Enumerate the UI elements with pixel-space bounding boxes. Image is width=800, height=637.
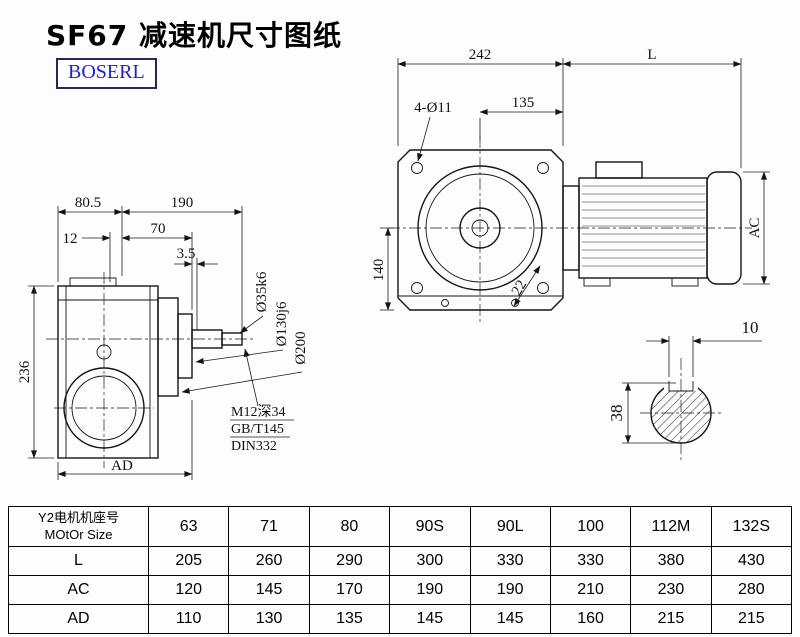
gearbox-side-view	[46, 272, 254, 468]
dim-shaft-38-label: 38	[607, 405, 626, 422]
brand-logo: BOSERL	[56, 58, 157, 89]
front-view-dimensions: 242 L 4-Ø11 135 140 AC 22	[371, 47, 770, 311]
motor-size-100: 100	[549, 506, 632, 547]
callout-flange-diameter-200: Ø200	[293, 331, 309, 364]
row-label-AC: AC	[8, 575, 149, 605]
row-label-AD: AD	[8, 604, 149, 634]
table-row-AD: AD 110 130 135 145 145 160 215 215	[8, 604, 793, 634]
callout-bolt-holes-4x11: 4-Ø11	[414, 100, 452, 116]
table-row-L: L 205 260 290 300 330 330 380 430	[8, 546, 793, 576]
value-AC-100: 210	[549, 575, 632, 605]
value-L-132S: 430	[710, 546, 793, 576]
value-L-63: 205	[147, 546, 230, 576]
drawing-canvas: 80.5 190 12 70 3.5 236 AD Ø35k6 Ø	[17, 47, 770, 480]
note-gb-standard: GB/T145	[231, 422, 284, 437]
value-AD-90L: 145	[469, 604, 551, 634]
page-title: SF67 减速机尺寸图纸	[46, 19, 343, 52]
dim-3-5-label: 3.5	[177, 246, 196, 262]
value-L-100: 330	[549, 546, 632, 576]
dim-190-label: 190	[171, 195, 194, 211]
value-AC-63: 120	[147, 575, 230, 605]
dim-12-label: 12	[63, 231, 78, 247]
value-AC-71: 145	[228, 575, 310, 605]
value-L-71: 260	[228, 546, 310, 576]
value-AD-132S: 215	[710, 604, 793, 634]
callout-shaft-diameter-35k6: Ø35k6	[254, 271, 270, 312]
value-L-80: 290	[308, 546, 391, 576]
motor-cooling-fins	[582, 185, 705, 267]
motor-frame-label-cn: Y2电机机座号	[38, 509, 119, 525]
value-AC-90S: 190	[389, 575, 471, 605]
motor-size-71: 71	[228, 506, 310, 547]
value-AD-80: 135	[308, 604, 391, 634]
value-L-90S: 300	[389, 546, 471, 576]
value-AD-100: 160	[549, 604, 632, 634]
value-AC-80: 170	[308, 575, 391, 605]
motor-size-80: 80	[308, 506, 391, 547]
motor-size-132S: 132S	[710, 506, 793, 547]
dim-L-label: L	[647, 47, 656, 63]
output-shaft-section-view: 10 38	[607, 318, 762, 462]
value-AC-112M: 230	[630, 575, 712, 605]
table-row-AC: AC 120 145 170 190 190 210 230 280	[8, 575, 793, 605]
value-AD-63: 110	[147, 604, 230, 634]
dim-AD-label: AD	[111, 458, 133, 474]
dim-80-5-label: 80.5	[75, 195, 101, 211]
dim-AC-label: AC	[747, 218, 763, 239]
table-header-row: Y2电机机座号 MOtOr Size 63 71 80 90S 90L 100 …	[8, 506, 793, 547]
callout-spigot-diameter-130j6: Ø130j6	[274, 301, 290, 347]
row-label-L: L	[8, 546, 149, 576]
value-AD-71: 130	[228, 604, 310, 634]
motor-size-90S: 90S	[389, 506, 471, 547]
gearbox-front-view-with-motor	[388, 136, 752, 322]
dim-242-label: 242	[469, 47, 492, 63]
value-AD-90S: 145	[389, 604, 471, 634]
motor-frame-label-en: MOtOr Size	[44, 526, 113, 542]
value-L-90L: 330	[469, 546, 551, 576]
motor-size-90L: 90L	[469, 506, 551, 547]
dim-keyway-10-label: 10	[742, 318, 759, 337]
motor-size-table: Y2电机机座号 MOtOr Size 63 71 80 90S 90L 100 …	[8, 506, 793, 634]
value-AC-90L: 190	[469, 575, 551, 605]
dim-140-label: 140	[371, 259, 387, 282]
note-tapped-hole: M12深34	[231, 404, 285, 420]
dim-236-label: 236	[17, 360, 33, 383]
note-din-standard: DIN332	[231, 439, 277, 454]
value-L-112M: 380	[630, 546, 712, 576]
dim-70-label: 70	[151, 221, 166, 237]
motor-size-63: 63	[147, 506, 230, 547]
value-AC-132S: 280	[710, 575, 793, 605]
table-corner-cell: Y2电机机座号 MOtOr Size	[8, 506, 149, 547]
dim-22-label: 22	[509, 278, 530, 299]
value-AD-112M: 215	[630, 604, 712, 634]
motor-size-112M: 112M	[630, 506, 712, 547]
gearbox-side-view-dimensions: 80.5 190 12 70 3.5 236 AD Ø35k6 Ø	[17, 195, 309, 480]
dim-135-label: 135	[512, 95, 535, 111]
